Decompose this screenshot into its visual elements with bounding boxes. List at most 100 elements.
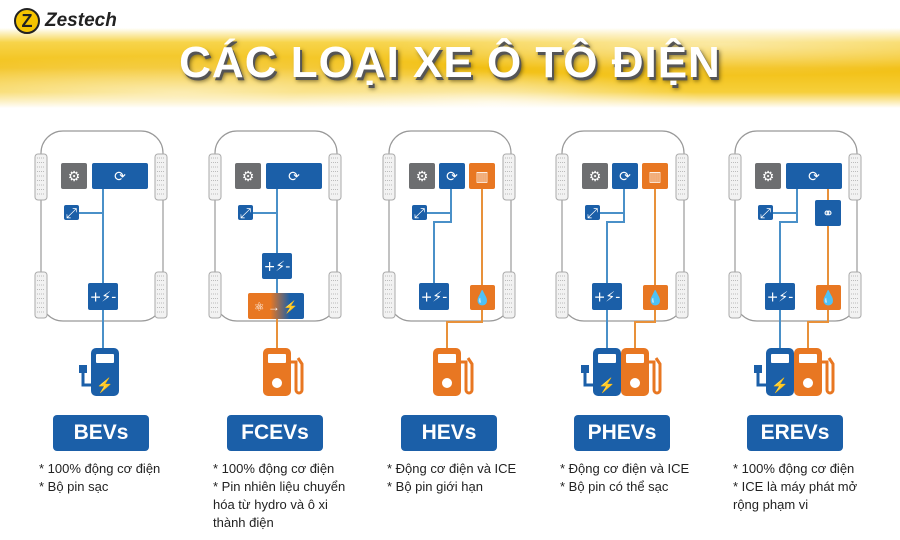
car-fcev-battery-icon-bg (262, 253, 292, 279)
car-phev-battery-icon-bg (592, 283, 622, 310)
car-erev-motor-icon-bg (786, 163, 842, 189)
car-fcev-wheel-rl-tire (208, 271, 222, 319)
car-bev-wheel-fl (34, 153, 48, 201)
car-erev-charging-station-icon: ⚡ (754, 348, 794, 396)
car-phev-charging-station-icon-bolt: ⚡ (598, 377, 615, 394)
vehicle-type-badge: PHEVs (574, 415, 670, 451)
fuel-cell-bg (248, 293, 304, 319)
car-erev-wheel-fl (728, 153, 742, 201)
car-phev-wheel-rl (555, 271, 569, 319)
car-hev-gear-icon: ⚙ (409, 163, 435, 189)
note-item: * Bộ pin giới hạn (387, 479, 483, 494)
car-hev-battery-icon-bg (419, 283, 449, 310)
car-erev-generator-icon-bg (815, 200, 841, 226)
car-erev-line (779, 189, 798, 283)
car-erev-battery-icon: +⚡- (765, 283, 795, 310)
car-erev-generator-icon-glyph: ⚭ (822, 206, 834, 222)
car-hev-line (433, 189, 452, 283)
vehicle-notes: * Động cơ điện và ICE * Bộ pin giới hạn (387, 460, 537, 496)
car-hev-motor-icon: ⟳ (439, 163, 465, 189)
car-phev-wheel-rl-tire (555, 271, 569, 319)
car-bev-motor-icon-bg (92, 163, 148, 189)
car-phev-charging-station-icon-cable (583, 373, 593, 387)
car-phev-fuel-drop-icon: 💧 (643, 285, 668, 310)
car-bev-wheel-rl (34, 271, 48, 319)
car-phev-fuel-drop-icon-bg (643, 285, 668, 310)
car-erev-gear-icon-bg (755, 163, 781, 189)
car-erev-converter-icon-bg (758, 205, 773, 220)
note-item: * Bộ pin có thể sạc (560, 479, 669, 494)
car-phev-converter-icon-glyph: ⤢ (587, 206, 598, 222)
car-erev-charging-station-icon-bolt: ⚡ (771, 377, 788, 394)
car-hev-wheel-fl (382, 153, 396, 201)
car-phev-engine-icon-glyph: ▥ (648, 169, 661, 185)
car-phev-wheel-rr (675, 271, 689, 319)
car-bev-motor-icon-glyph: ⟳ (114, 169, 126, 185)
car-fcev-gear-icon: ⚙ (235, 163, 261, 189)
car-erev-charging-station-icon-plug (754, 365, 762, 373)
car-phev-converter-icon: ⤢ (585, 205, 600, 222)
car-erev-battery-icon-glyph: +⚡- (767, 290, 794, 306)
car-hev-wheel-rl-tire (382, 271, 396, 319)
car-fcev-fuel-pump-icon-drop (272, 378, 282, 388)
car-hev-fuel-pump-icon-nozzle (461, 357, 474, 395)
note-item: * 100% động cơ điện (39, 461, 161, 476)
car-erev-charging-station-icon-cable (756, 373, 766, 387)
note-item: * ICE là máy phát mở rộng phạm vi (733, 479, 858, 512)
car-hev-engine-icon-bg (469, 163, 495, 189)
car-fcev-battery-icon-glyph: +⚡- (264, 259, 291, 275)
car-phev-fuel-pump-icon-drop (630, 378, 640, 388)
car-erev-fuel-drop-icon-bg (816, 285, 841, 310)
car-erev-battery-icon-bg (765, 283, 795, 310)
car-hev-battery-icon-glyph: +⚡- (421, 290, 448, 306)
car-bev-converter-icon-bg (64, 205, 79, 220)
car-phev-fuel-pump-icon-window (626, 354, 644, 363)
car-hev-gear-icon-glyph: ⚙ (416, 169, 429, 185)
car-hev-engine-icon: ▥ (469, 163, 495, 189)
car-bev-converter-icon: ⤢ (64, 205, 79, 222)
car-bev-wheel-rr-tire (154, 271, 168, 319)
car-erev-wheel-fr (848, 153, 862, 201)
car-phev-gear-icon-glyph: ⚙ (589, 169, 602, 185)
car-phev-wheel-rr-tire (675, 271, 689, 319)
car-erev-charging-station-icon-window (771, 354, 789, 363)
car-hev-fuel-drop-icon: 💧 (470, 285, 495, 310)
note-item: * 100% động cơ điện (213, 461, 335, 476)
logo-mark: Z (14, 8, 40, 34)
car-fcev-converter-icon-bg (238, 205, 253, 220)
car-phev-engine-icon: ▥ (642, 163, 668, 189)
car-bev-wheel-rl-tire (34, 271, 48, 319)
car-hev-engine-icon-glyph: ▥ (475, 169, 488, 185)
car-bev-battery-icon: +⚡- (88, 283, 118, 310)
car-phev-charging-station-icon-plug (581, 365, 589, 373)
car-phev-fuel-drop-icon-glyph: 💧 (647, 290, 664, 307)
car-erev-fuel-drop-icon-glyph: 💧 (820, 290, 837, 307)
vehicle-notes: * 100% động cơ điện* Pin nhiên liệu chuy… (213, 460, 363, 532)
car-erev-wheel-fl-tire (728, 153, 742, 201)
car-fcev-motor-icon: ⟳ (266, 163, 322, 189)
fuel-cell-glyph: ⚛ → ⚡ (254, 300, 298, 314)
car-phev-battery-icon: +⚡- (592, 283, 622, 310)
car-fcev-wheel-rl (208, 271, 222, 319)
car-fcev-motor-icon-bg (266, 163, 322, 189)
car-fcev-wheel-fl (208, 153, 222, 201)
car-phev-line-pump (634, 310, 656, 348)
car-bev-gear-icon-bg (61, 163, 87, 189)
car-phev-charging-station-icon-window (598, 354, 616, 363)
car-erev-wheel-rr-tire (848, 271, 862, 319)
car-fcev-converter-icon: ⤢ (238, 205, 253, 222)
car-bev-wheel-rr (154, 271, 168, 319)
car-hev-gear-icon-bg (409, 163, 435, 189)
car-bev-charging-station-icon-cable (81, 373, 91, 387)
car-hev-wheel-rr (502, 271, 516, 319)
car-phev-motor-icon-glyph: ⟳ (619, 169, 631, 185)
car-erev-wheel-rr (848, 271, 862, 319)
car-bev-charging-station-icon-window (96, 354, 114, 363)
title-banner (0, 28, 900, 108)
note-item: * Động cơ điện và ICE (387, 461, 517, 476)
car-hev-fuel-pump-icon (433, 348, 474, 396)
vehicle-notes: * 100% động cơ điện* Bộ pin sạc (39, 460, 189, 496)
car-phev-battery-icon-glyph: +⚡- (594, 290, 621, 306)
car-erev-fuel-pump-icon-window (799, 354, 817, 363)
